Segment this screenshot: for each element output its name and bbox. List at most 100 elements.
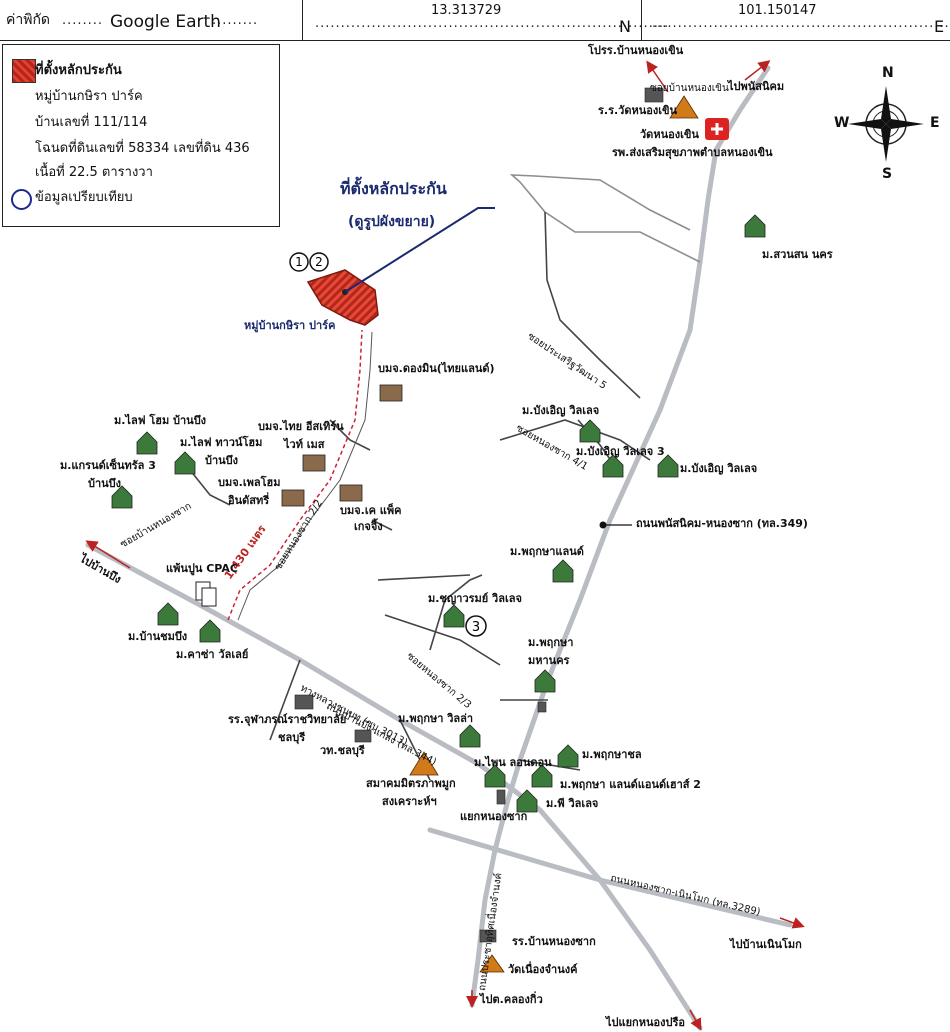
label-life-town: ม.ไลฟ ทาวน์โฮม	[180, 436, 263, 449]
label-chonburi: ชลบุรี	[278, 731, 306, 744]
legend-compare: ข้อมูลเปรียบเทียบ	[35, 190, 133, 205]
loop-road	[509, 174, 701, 263]
label-road-349: ถนนพนัสนิคม-หนองซาก (ทล.349)	[636, 517, 808, 530]
longitude-cell: 101.150147 .............................…	[642, 0, 950, 40]
label-phin: ม.ไพน ลอนดอน	[474, 756, 552, 769]
label-pruksa-villa: ม.พฤกษา วิลล่า	[398, 712, 474, 725]
label-pruksa: ม.พฤกษา	[528, 636, 574, 649]
source-cell: ค่าพิกัด ........ Google Earth .........	[0, 0, 303, 40]
school-icons	[294, 87, 664, 943]
callout-title: ที่ตั้งหลักประกัน	[340, 179, 447, 198]
house-icons	[111, 214, 766, 813]
property-parcel[interactable]	[306, 269, 379, 326]
source-label: ค่าพิกัด	[6, 12, 51, 28]
label-to-phanat: ไปพนัสนิคม	[728, 80, 785, 93]
longitude-suffix: E	[934, 17, 945, 36]
callout-subtitle: (ดูรูปผังขยาย)	[348, 214, 436, 230]
label-school-nongchak: รร.บ้านหนองซาก	[512, 935, 596, 948]
legend-main-title: ที่ตั้งหลักประกัน	[35, 63, 122, 78]
label-grand: ม.แกรนด์เซ็นทรัล 3	[60, 459, 156, 472]
label-to-nongprue: ไปแยกหนองปรือ	[606, 1016, 685, 1029]
source-dots: ........	[62, 13, 104, 28]
legend-house-no: บ้านเลขที่ 111/114	[35, 115, 148, 130]
label-banbueng-1: บ้านบึง	[205, 454, 239, 467]
factory-icons	[281, 384, 403, 507]
label-kpack: บมจ.เค แพ็ค	[340, 504, 402, 517]
compass-w: W	[834, 115, 850, 131]
label-co-dongmin: บมจ.ดองมิน(ไทยแลนด์)	[378, 362, 495, 375]
road-349	[505, 65, 771, 803]
label-to-klongkio: ไปต.คลองกิ่ว	[480, 993, 543, 1006]
label-suan-son: ม.สวนสน นคร	[762, 248, 833, 261]
label-wat: วัดหนองเขิน	[640, 128, 699, 141]
compare-marker-3[interactable]: 3	[465, 615, 487, 637]
legend-area: เนื้อที่ 22.5 ตารางวา	[35, 165, 153, 180]
label-pruksa-land-2: ม.พฤกษา แลนด์แอนด์เฮาส์ 2	[560, 778, 701, 791]
label-thai-eastern: บมจ.ไทย อีสเทิร์น	[258, 420, 344, 433]
label-pee: ม.พี วิลเลจ	[546, 797, 599, 810]
label-school-juta: รร.จุฬาภรณ์ราชวิทยาลัย	[228, 713, 347, 726]
access-lane	[227, 329, 363, 621]
label-assoc: สมาคมมิตรภาพมูก	[366, 777, 456, 790]
marker-1-label: 1	[295, 255, 303, 269]
compare-marker-2[interactable]: 2	[309, 252, 329, 272]
label-banbueng-2: บ้านบึง	[88, 477, 122, 490]
label-plushome: บมจ.เพลโฮม	[218, 476, 281, 489]
label-cpac: แพ้นปูน CPAC	[166, 562, 238, 575]
marker-3-label: 3	[472, 620, 480, 635]
road-banbueng	[85, 542, 703, 1031]
label-chanon: ม.ชญาวรมย์ วิลเลจ	[428, 592, 522, 605]
label-school-wat: ร.ร.วัดหนองเขิน	[598, 104, 678, 117]
label-tech: วท.ชลบุรี	[320, 744, 365, 757]
latitude-cell: 13.313729 ..............................…	[303, 0, 668, 40]
compass-rose	[848, 86, 924, 162]
label-pruksa-land: ม.พฤกษาแลนด์	[510, 545, 584, 558]
road-3289	[427, 827, 793, 928]
label-casa: ม.คาซ่า วัลเลย์	[176, 648, 249, 661]
label-top-school: โปรร.บ้านหนองเขิน	[588, 44, 684, 57]
temple-icons	[409, 95, 699, 973]
label-soi-nongkhen: ซอยบ้านหนองเขิน	[650, 83, 729, 94]
cpac-icon	[195, 581, 217, 607]
label-mahanakorn: มหานคร	[528, 654, 570, 667]
marker-2-label: 2	[315, 255, 323, 269]
label-banguen-3: ม.บังเอิญ วิลเลจ 3	[576, 445, 665, 458]
compass-s: S	[882, 166, 893, 182]
label-to-noenmok: ไปบ้านเนินโมก	[730, 938, 802, 951]
longitude-dots: ........................................…	[652, 16, 950, 31]
direction-arrows	[85, 60, 805, 1031]
label-ban-chom: ม.บ้านชมบึง	[128, 630, 188, 643]
label-banguen-right: ม.บังเอิญ วิลเลจ	[680, 462, 758, 475]
label-pruksa-chon: ม.พฤกษาชล	[582, 748, 642, 761]
source-dots-2: .........	[212, 13, 259, 28]
legend-box: ที่ตั้งหลักประกัน หมู่บ้านกษิรา ปาร์ค บ้…	[2, 44, 280, 227]
label-wat-nueang: วัดเนื่องจำนงค์	[508, 963, 578, 976]
label-life-home: ม.ไลฟ โฮม บ้านบึง	[114, 414, 207, 427]
legend-compare-circle	[11, 189, 32, 210]
hospital-icon	[705, 118, 729, 140]
label-village-park: หมู่บ้านกษิรา ปาร์ค	[244, 319, 336, 332]
legend-deed: โฉนดที่ดินเลขที่ 58334 เลขที่ดิน 436	[35, 141, 250, 156]
compass-e: E	[930, 115, 940, 131]
latitude-value: 13.313729	[431, 3, 502, 18]
callout-line	[344, 207, 495, 293]
label-assoc-2: สงเคราะห์ฯ	[382, 795, 437, 808]
label-white-mes: ไวท์ เมส	[284, 438, 325, 451]
label-banguen-1: ม.บังเอิญ วิลเลจ	[522, 404, 600, 417]
legend-parcel-swatch	[12, 59, 36, 83]
main-roads	[85, 65, 793, 1031]
label-kpack-2: เกจจิ้ง	[354, 520, 383, 533]
latitude-dots: ........................................…	[315, 16, 670, 31]
label-junction: แยกหนองซาก	[460, 810, 528, 823]
label-hospital: รพ.ส่งเสริมสุขภาพตำบลหนองเขิน	[612, 146, 773, 159]
label-industry: อินดัสทรี่	[228, 494, 270, 507]
latitude-suffix: N	[619, 17, 631, 36]
compass-n: N	[882, 65, 894, 81]
access-lane-border	[237, 331, 373, 621]
compare-marker-1[interactable]: 1	[289, 252, 309, 272]
road-muang	[469, 797, 511, 1008]
source-value: Google Earth	[110, 12, 221, 32]
longitude-value: 101.150147	[738, 3, 817, 18]
legend-village: หมู่บ้านกษิรา ปาร์ค	[35, 89, 143, 104]
